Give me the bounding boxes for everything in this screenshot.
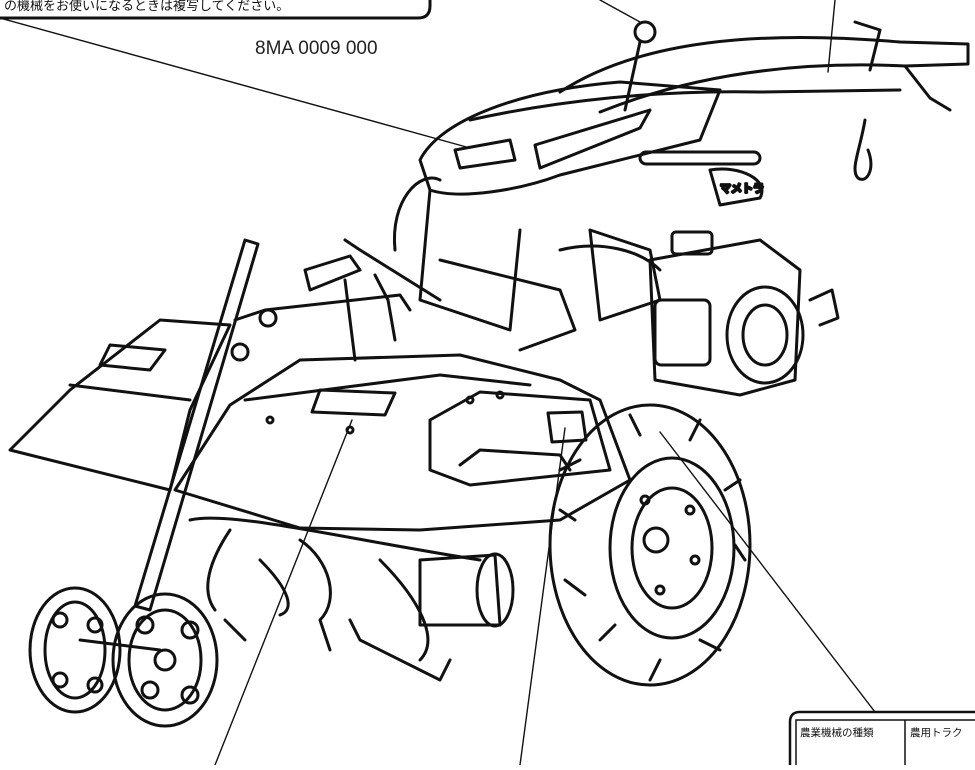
- brand-badge: マメトラ: [720, 182, 764, 195]
- leader-lines: [0, 0, 876, 766]
- leader-line-top: [599, 0, 641, 23]
- hood: マメトラ: [392, 80, 766, 332]
- warning-label: の機械をお使いになるときは複写してください。: [0, 0, 432, 20]
- hitch-linkage: [230, 238, 577, 362]
- cover-label-plate: [310, 388, 397, 417]
- handlebar: [468, 20, 970, 181]
- nameplate-field-value: 農用トラク: [910, 726, 963, 739]
- part-number: 8MA 0009 000: [255, 38, 378, 59]
- tail-shield: [8, 318, 232, 492]
- drive-wheel: [548, 403, 752, 687]
- warning-label-text: の機械をお使いになるときは複写してください。: [4, 0, 289, 14]
- engine: [558, 228, 840, 397]
- rotary-cover: [173, 353, 632, 532]
- leader-line-warning: [0, 17, 471, 149]
- leader-line-side: [519, 427, 566, 766]
- side-label-plate: [546, 410, 588, 444]
- leader-line-handle: [827, 0, 836, 73]
- tine-rotor: [188, 516, 515, 682]
- nameplate: 農業機械の種類 農用トラク: [788, 710, 975, 770]
- leader-line-wheel: [659, 431, 876, 713]
- nameplate-field-name: 農業機械の種類: [800, 726, 874, 739]
- gauge-wheel: [28, 238, 260, 728]
